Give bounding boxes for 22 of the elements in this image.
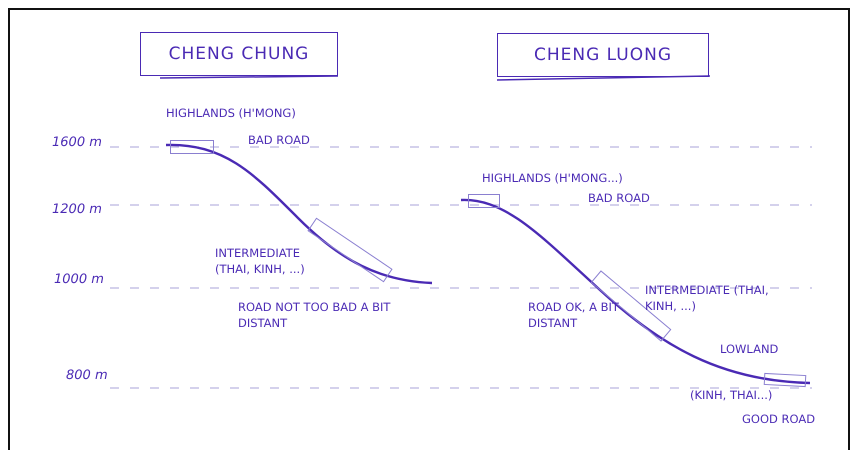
zone-marker bbox=[468, 194, 500, 208]
zone-note: BAD ROAD bbox=[588, 191, 651, 207]
zone-note: GOOD ROAD bbox=[742, 412, 816, 428]
zone-note: BAD ROAD bbox=[248, 133, 311, 149]
zone-note: INTERMEDIATE (THAI, KINH, ...) bbox=[645, 283, 770, 314]
title-box bbox=[497, 33, 709, 77]
zone-marker bbox=[170, 140, 214, 154]
title-text: CHENG CHUNG bbox=[168, 44, 310, 64]
zone-marker bbox=[764, 372, 806, 388]
elevation-label: 1600 m bbox=[52, 135, 102, 150]
zone-marker bbox=[307, 218, 393, 282]
zone-note: HIGHLANDS (H'MONG...) bbox=[482, 171, 624, 187]
elevation-label: 800 m bbox=[66, 368, 108, 383]
zone-note: HIGHLANDS (H'MONG) bbox=[166, 106, 297, 122]
title-text: CHENG LUONG bbox=[534, 45, 672, 65]
elevation-label: 1000 m bbox=[54, 272, 104, 287]
zone-note: INTERMEDIATE (THAI, KINH, ...) bbox=[215, 246, 306, 278]
title-box bbox=[140, 32, 338, 76]
zone-note: (KINH, THAI...) bbox=[690, 388, 774, 404]
zone-note: LOWLAND bbox=[720, 342, 780, 358]
zone-note: ROAD NOT TOO BAD A BIT DISTANT bbox=[238, 300, 392, 332]
elevation-label: 1200 m bbox=[52, 202, 102, 217]
